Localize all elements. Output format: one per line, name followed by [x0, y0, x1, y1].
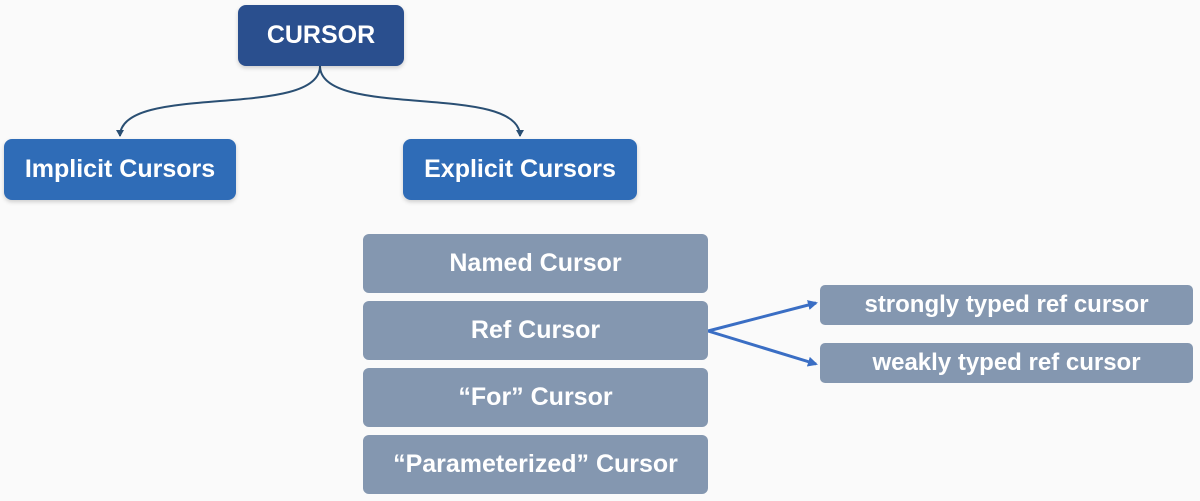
explicit-cursors-node: Explicit Cursors — [403, 139, 637, 200]
weakly-typed-ref-cursor-node: weakly typed ref cursor — [820, 343, 1193, 383]
parameterized-cursor-label: “Parameterized” Cursor — [393, 450, 678, 478]
parameterized-cursor-node: “Parameterized” Cursor — [363, 435, 708, 494]
for-cursor-node: “For” Cursor — [363, 368, 708, 427]
implicit-cursors-label: Implicit Cursors — [24, 155, 216, 183]
connector-cursor-to-explicit — [319, 65, 524, 137]
implicit-cursors-node: Implicit Cursors — [4, 139, 236, 200]
arrow-ref-to-strongly — [707, 300, 818, 333]
for-cursor-label: “For” Cursor — [458, 383, 613, 411]
named-cursor-label: Named Cursor — [449, 249, 622, 277]
connector-cursor-to-implicit — [116, 65, 321, 137]
strongly-typed-ref-cursor-node: strongly typed ref cursor — [820, 285, 1193, 325]
weakly-typed-ref-cursor-label: weakly typed ref cursor — [872, 349, 1141, 376]
ref-cursor-node: Ref Cursor — [363, 301, 708, 360]
arrow-ref-to-weakly — [707, 329, 818, 367]
ref-cursor-label: Ref Cursor — [470, 316, 601, 344]
explicit-cursors-label: Explicit Cursors — [424, 155, 616, 183]
named-cursor-node: Named Cursor — [363, 234, 708, 293]
cursor-root-label: CURSOR — [266, 21, 376, 49]
strongly-typed-ref-cursor-label: strongly typed ref cursor — [864, 291, 1149, 318]
cursor-root-node: CURSOR — [238, 5, 404, 66]
